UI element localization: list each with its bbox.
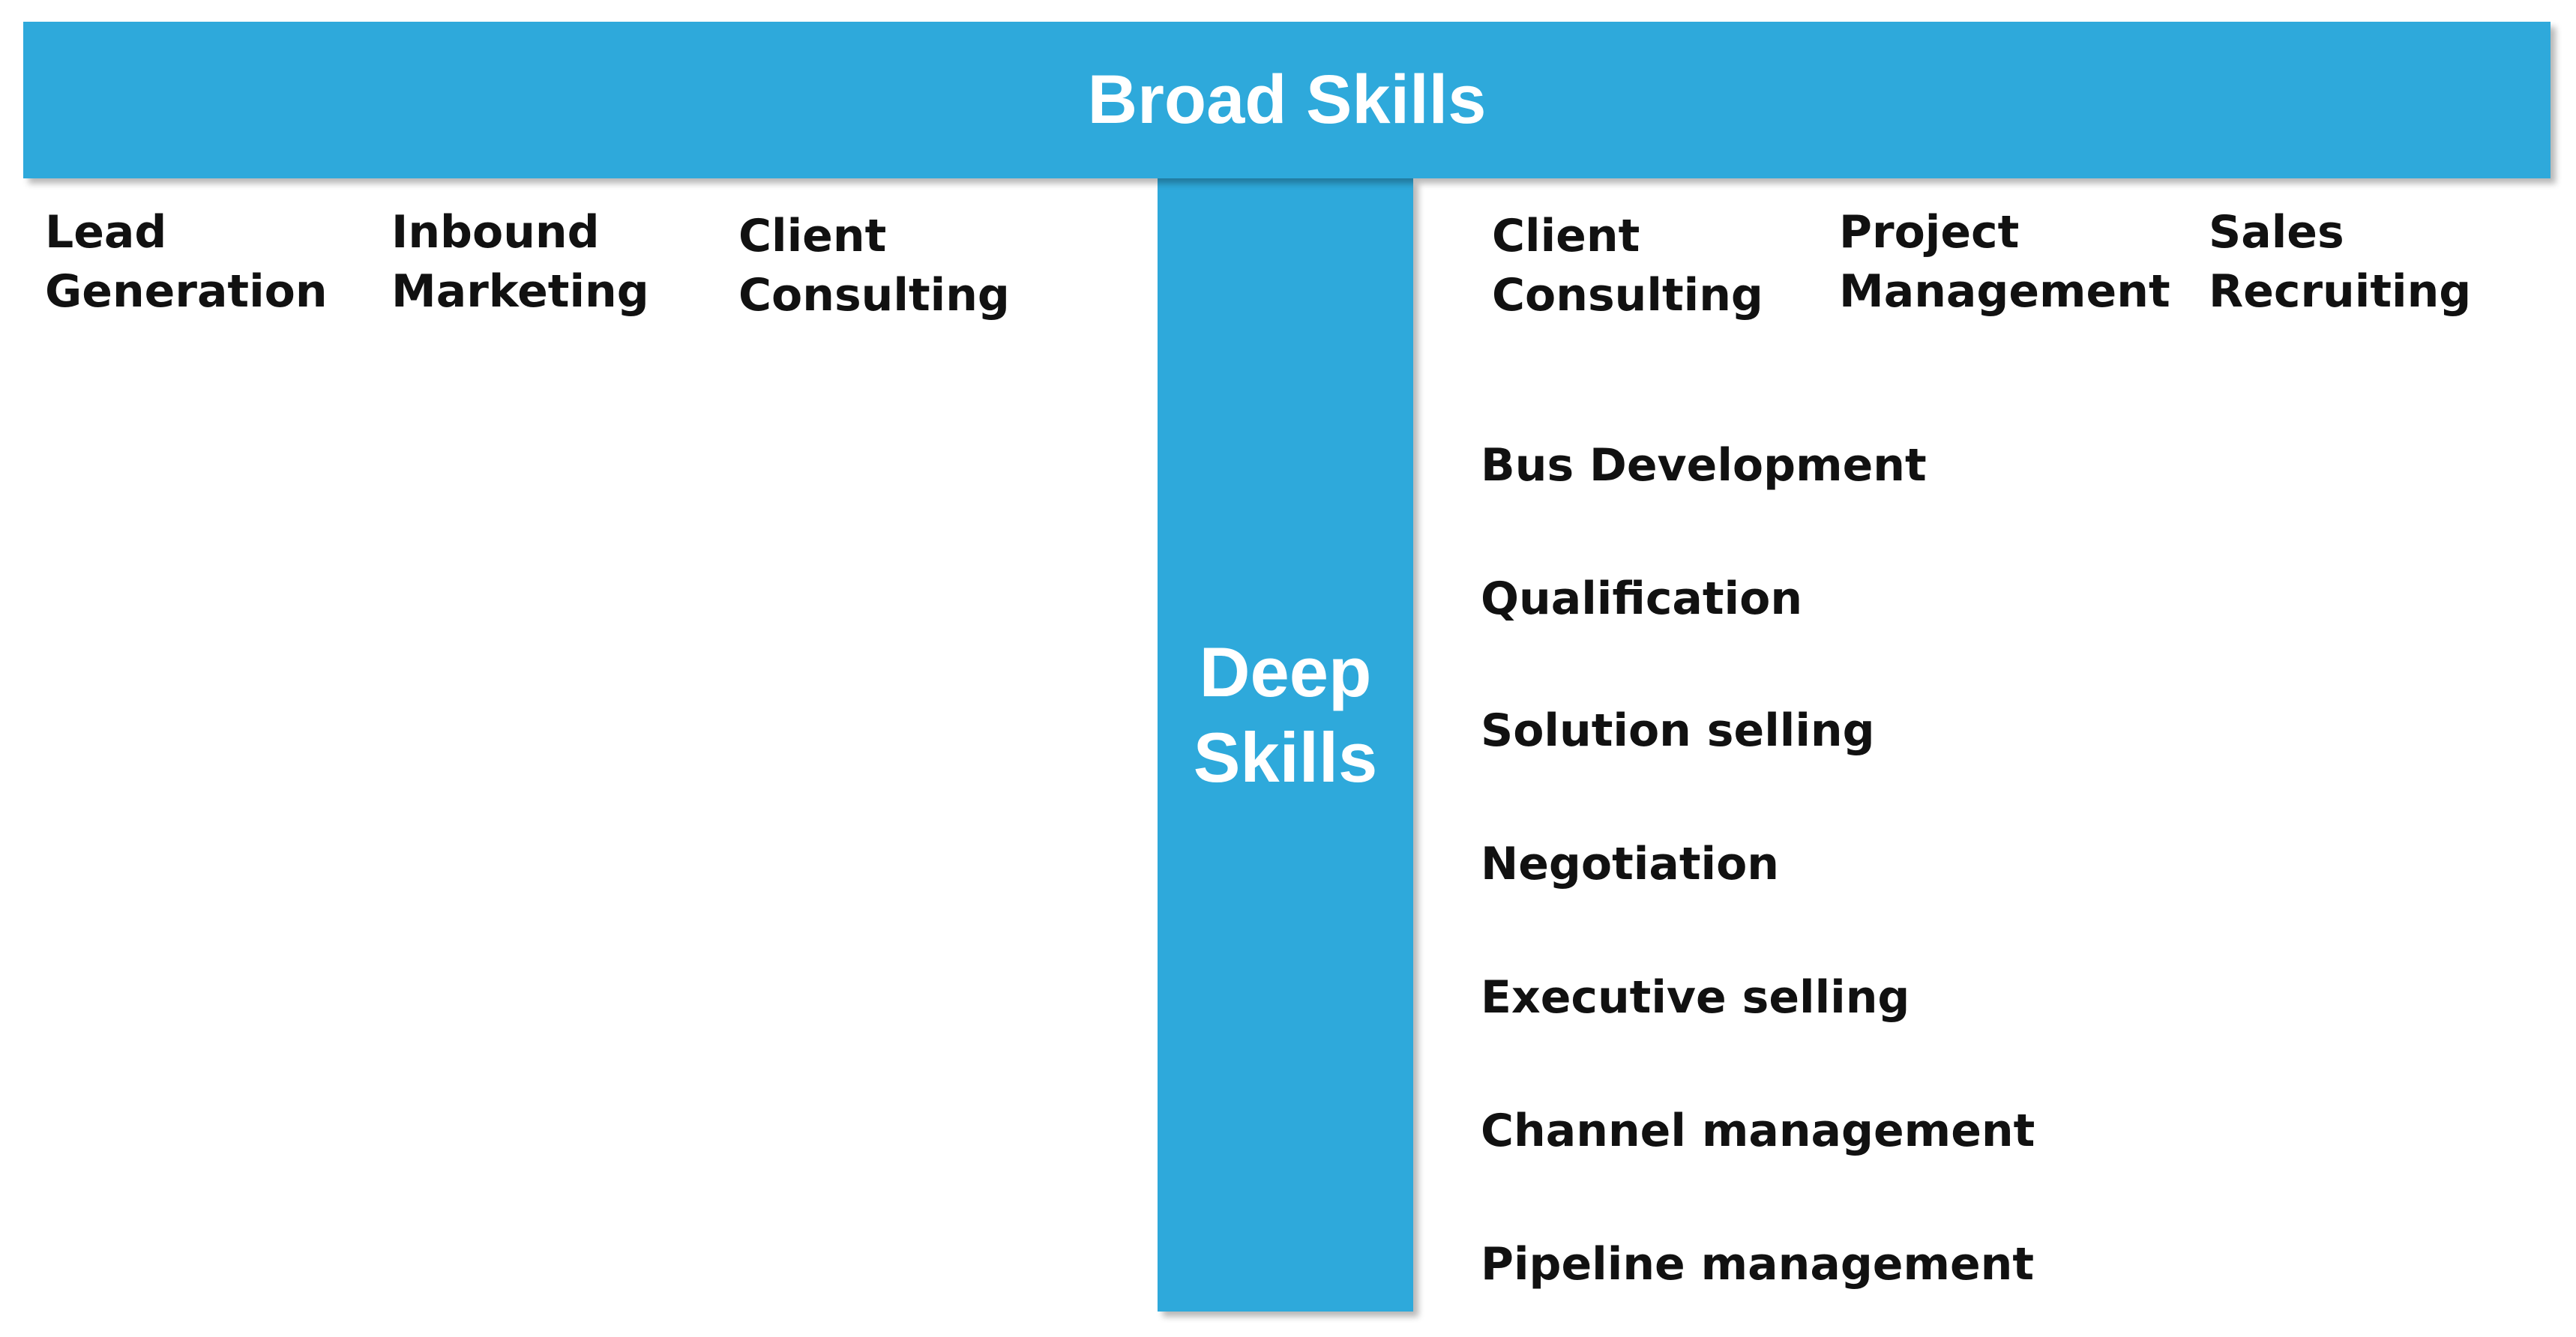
deep-skill-item: Qualification bbox=[1481, 573, 1803, 625]
deep-skill-item: Solution selling bbox=[1481, 704, 1875, 757]
deep-skill-item: Channel management bbox=[1481, 1105, 2035, 1157]
deep-skill-item: Pipeline management bbox=[1481, 1238, 2035, 1291]
broad-skill-client-consulting-left: Client Consulting bbox=[738, 210, 1010, 322]
broad-skill-client-consulting-right: Client Consulting bbox=[1492, 210, 1763, 322]
broad-skills-bar: Broad Skills bbox=[23, 22, 2551, 178]
broad-skill-project-management: Project Management bbox=[1839, 206, 2170, 318]
deep-skills-title-line1: Deep bbox=[1199, 633, 1372, 711]
deep-skill-item: Negotiation bbox=[1481, 838, 1779, 890]
broad-skill-lead-generation: Lead Generation bbox=[45, 206, 328, 318]
broad-skill-inbound-marketing: Inbound Marketing bbox=[391, 206, 649, 318]
deep-skills-title-line2: Skills bbox=[1193, 718, 1378, 797]
deep-skill-item: Bus Development bbox=[1481, 439, 1927, 492]
deep-skills-bar: Deep Skills bbox=[1158, 178, 1413, 1312]
broad-skills-title: Broad Skills bbox=[1087, 61, 1487, 138]
deep-skill-item: Executive selling bbox=[1481, 971, 1910, 1024]
deep-skills-title: Deep Skills bbox=[1194, 630, 1378, 800]
broad-skill-sales-recruiting: Sales Recruiting bbox=[2209, 206, 2472, 318]
